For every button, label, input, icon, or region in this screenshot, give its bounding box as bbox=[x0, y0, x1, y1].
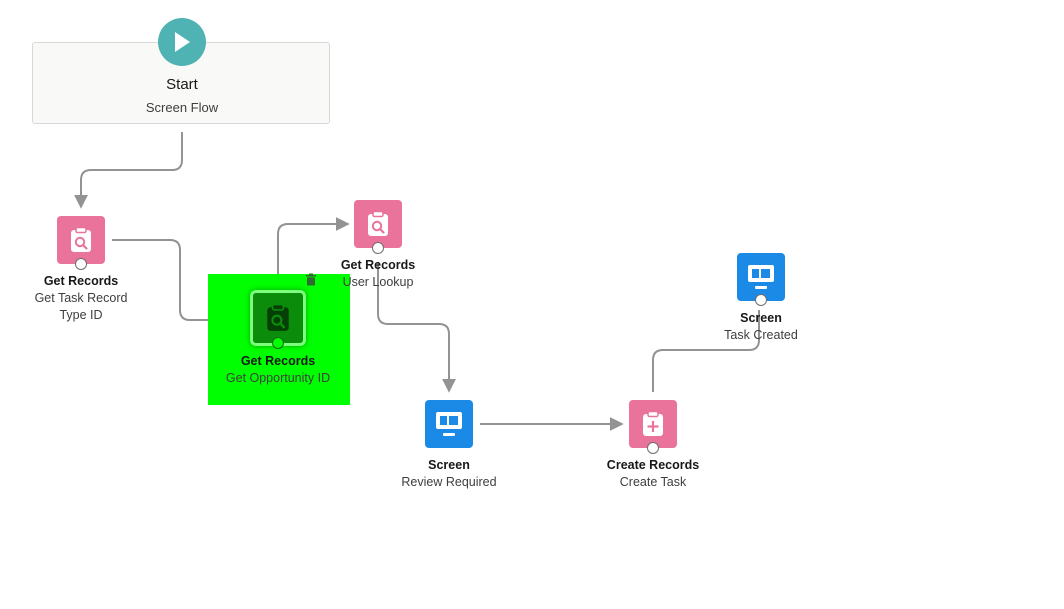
screen-icon[interactable] bbox=[737, 253, 785, 301]
node-title: Create Records bbox=[606, 458, 700, 472]
node-connector-handle[interactable] bbox=[75, 258, 87, 270]
node-subtitle: User Lookup bbox=[342, 275, 414, 289]
node-title: Screen bbox=[428, 458, 470, 472]
node-subtitle: Task Created bbox=[724, 328, 798, 342]
node-subtitle: Review Required bbox=[401, 475, 497, 489]
trash-icon[interactable] bbox=[305, 273, 317, 286]
screen-icon[interactable] bbox=[425, 400, 473, 448]
node-subtitle: Create Task bbox=[619, 475, 687, 489]
node-connector-handle[interactable] bbox=[755, 294, 767, 306]
node-title: Get Records bbox=[340, 258, 416, 272]
start-title: Start bbox=[166, 76, 198, 93]
create-records-icon[interactable] bbox=[629, 400, 677, 448]
node-connector-handle[interactable] bbox=[647, 442, 659, 454]
node-title: Get Records bbox=[43, 274, 119, 288]
node-connector-handle[interactable] bbox=[372, 242, 384, 254]
connector-start-to-get-task bbox=[74, 132, 183, 209]
play-icon[interactable] bbox=[158, 18, 206, 66]
node-title: Get Records bbox=[240, 354, 316, 368]
start-subtitle: Screen Flow bbox=[145, 100, 219, 115]
node-connector-handle[interactable] bbox=[272, 337, 284, 349]
node-subtitle: Get Opportunity ID bbox=[225, 371, 331, 385]
node-title: Screen bbox=[740, 311, 782, 325]
node-subtitle: Get Task Record Type ID bbox=[34, 291, 128, 322]
get-records-icon[interactable] bbox=[57, 216, 105, 264]
get-records-icon[interactable] bbox=[354, 200, 402, 248]
